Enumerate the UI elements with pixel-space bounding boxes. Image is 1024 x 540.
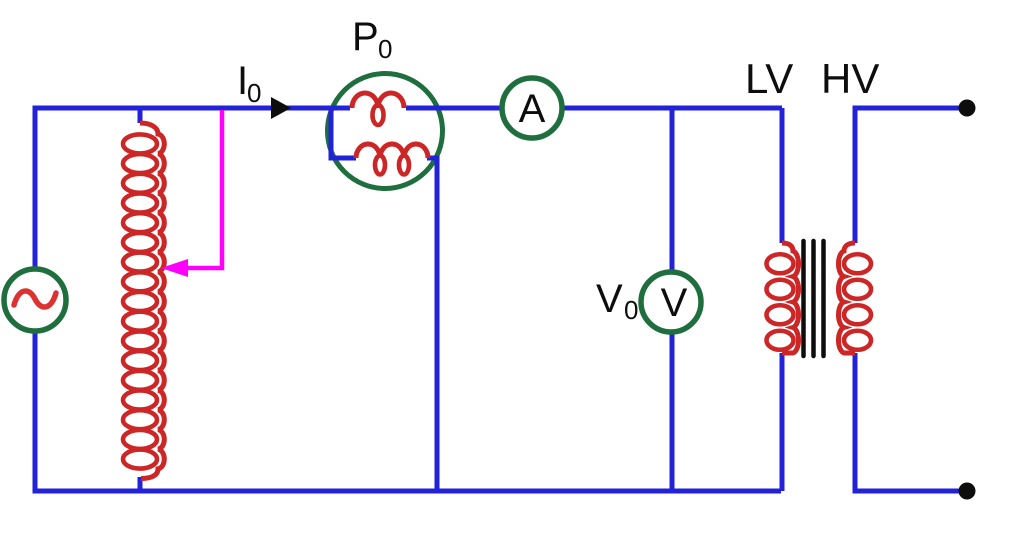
variac bbox=[120, 110, 225, 481]
wattmeter-current-coil bbox=[349, 90, 407, 109]
arrow-left-icon bbox=[161, 259, 188, 277]
wattmeter-pressure-coil bbox=[353, 141, 431, 159]
voltmeter-label: V bbox=[661, 281, 688, 325]
voltmeter-ring bbox=[638, 269, 704, 335]
pressure-coil-loop-2 bbox=[396, 153, 412, 177]
transformer-core bbox=[801, 238, 826, 359]
hv-coil-spine bbox=[836, 240, 856, 356]
transformer bbox=[764, 238, 874, 359]
hv-terminal-top bbox=[958, 99, 976, 117]
hv-winding-label: HV bbox=[821, 55, 879, 102]
variac-coil-turns bbox=[120, 132, 160, 471]
tap-wire bbox=[186, 110, 225, 271]
pressure-coil-loop-1 bbox=[372, 153, 388, 177]
ac-source bbox=[1, 266, 69, 334]
lv-coil-turns bbox=[764, 251, 796, 353]
wattmeter bbox=[349, 90, 431, 177]
labels: P 0 I 0 V 0 LV HV bbox=[237, 15, 879, 325]
ammeter: A bbox=[499, 75, 565, 141]
wires bbox=[32, 105, 967, 494]
ammeter-label: A bbox=[519, 87, 546, 131]
sine-wave-icon bbox=[11, 288, 59, 310]
current-coil-loop bbox=[370, 102, 386, 128]
lv-coil-spine bbox=[781, 240, 801, 356]
hv-terminal-bottom bbox=[958, 482, 976, 500]
wattmeter-ring bbox=[325, 71, 445, 191]
no-load-current-label: I bbox=[237, 59, 248, 103]
no-load-voltage-sub: 0 bbox=[624, 295, 638, 325]
lv-winding-label: LV bbox=[745, 55, 793, 102]
hv-branch-wire bbox=[852, 105, 967, 494]
ammeter-ring bbox=[499, 75, 565, 141]
wattmeter-name-label: P bbox=[352, 15, 379, 59]
hv-coil-turns bbox=[841, 251, 874, 353]
wattmeter-name-sub: 0 bbox=[378, 34, 392, 64]
variac-coil-spine bbox=[139, 120, 167, 481]
no-load-voltage-label: V bbox=[596, 277, 623, 321]
arrow-right-icon bbox=[271, 97, 291, 119]
voltmeter: V bbox=[638, 269, 704, 335]
variac-tap bbox=[161, 110, 225, 277]
no-load-current-sub: 0 bbox=[247, 78, 261, 108]
